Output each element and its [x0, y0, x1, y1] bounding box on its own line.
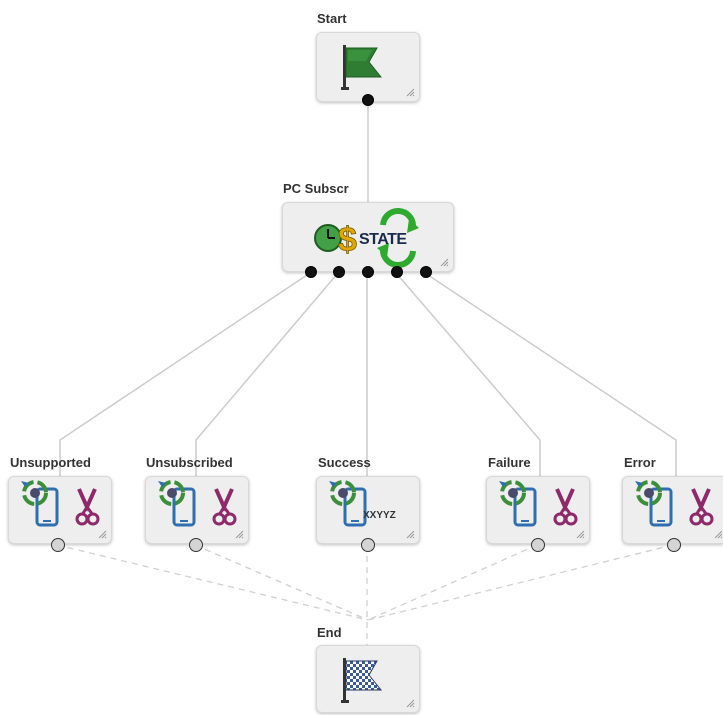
node-label-unsupported: Unsupported — [10, 455, 91, 470]
checkered-flag-icon — [341, 658, 383, 703]
node-label-failure: Failure — [488, 455, 531, 470]
resize-grip-icon[interactable] — [405, 87, 415, 97]
input-port[interactable] — [51, 538, 65, 552]
input-port[interactable] — [361, 538, 375, 552]
phone-scissors-icon — [499, 480, 578, 527]
node-label-end: End — [317, 625, 342, 640]
node-failure[interactable] — [486, 476, 590, 552]
connector-unsubscribed-end — [194, 544, 369, 621]
phone-scissors-icon — [21, 480, 100, 527]
resize-grip-icon[interactable] — [439, 257, 449, 267]
output-port-5[interactable] — [420, 266, 432, 278]
input-port[interactable] — [531, 538, 545, 552]
connector-pc-error — [424, 272, 677, 478]
connector-pc-unsubscribed — [195, 272, 339, 478]
resize-grip-icon[interactable] — [575, 529, 585, 539]
input-port[interactable] — [189, 538, 203, 552]
node-end[interactable] — [316, 645, 420, 713]
state-text: STATE — [359, 231, 407, 248]
connector-failure-end — [367, 544, 538, 621]
output-port-2[interactable] — [333, 266, 345, 278]
clock-dollar-state-icon: $ — [314, 207, 419, 269]
node-pc-subscr[interactable]: $ STATE — [282, 202, 454, 278]
phone-code-icon — [329, 480, 367, 527]
node-success[interactable]: XXYYZ — [316, 476, 420, 552]
node-start[interactable] — [316, 32, 420, 106]
green-flag-icon — [341, 45, 383, 90]
output-port-3[interactable] — [362, 266, 374, 278]
connector-error-end — [367, 544, 674, 621]
node-error[interactable] — [622, 476, 723, 552]
node-label-success: Success — [318, 455, 371, 470]
output-port-4[interactable] — [391, 266, 403, 278]
node-unsubscribed[interactable] — [145, 476, 249, 552]
resize-grip-icon[interactable] — [234, 529, 244, 539]
output-port[interactable] — [362, 94, 374, 106]
resize-grip-icon[interactable] — [405, 529, 415, 539]
connector-pc-failure — [395, 272, 541, 478]
output-port-1[interactable] — [305, 266, 317, 278]
node-label-start: Start — [317, 11, 347, 26]
resize-grip-icon[interactable] — [713, 529, 723, 539]
node-label-error: Error — [624, 455, 656, 470]
phone-scissors-icon — [635, 480, 714, 527]
phone-scissors-icon — [158, 480, 237, 527]
resize-grip-icon[interactable] — [97, 529, 107, 539]
node-unsupported[interactable] — [8, 476, 112, 552]
code-text: XXYYZ — [363, 510, 396, 521]
input-port[interactable] — [667, 538, 681, 552]
node-label-pc-subscr: PC Subscr — [283, 181, 349, 196]
connector-pc-unsupported — [59, 272, 311, 478]
node-label-unsubscribed: Unsubscribed — [146, 455, 233, 470]
resize-grip-icon[interactable] — [405, 698, 415, 708]
connector-unsupported-end — [56, 544, 369, 621]
svg-text:$: $ — [338, 221, 357, 259]
